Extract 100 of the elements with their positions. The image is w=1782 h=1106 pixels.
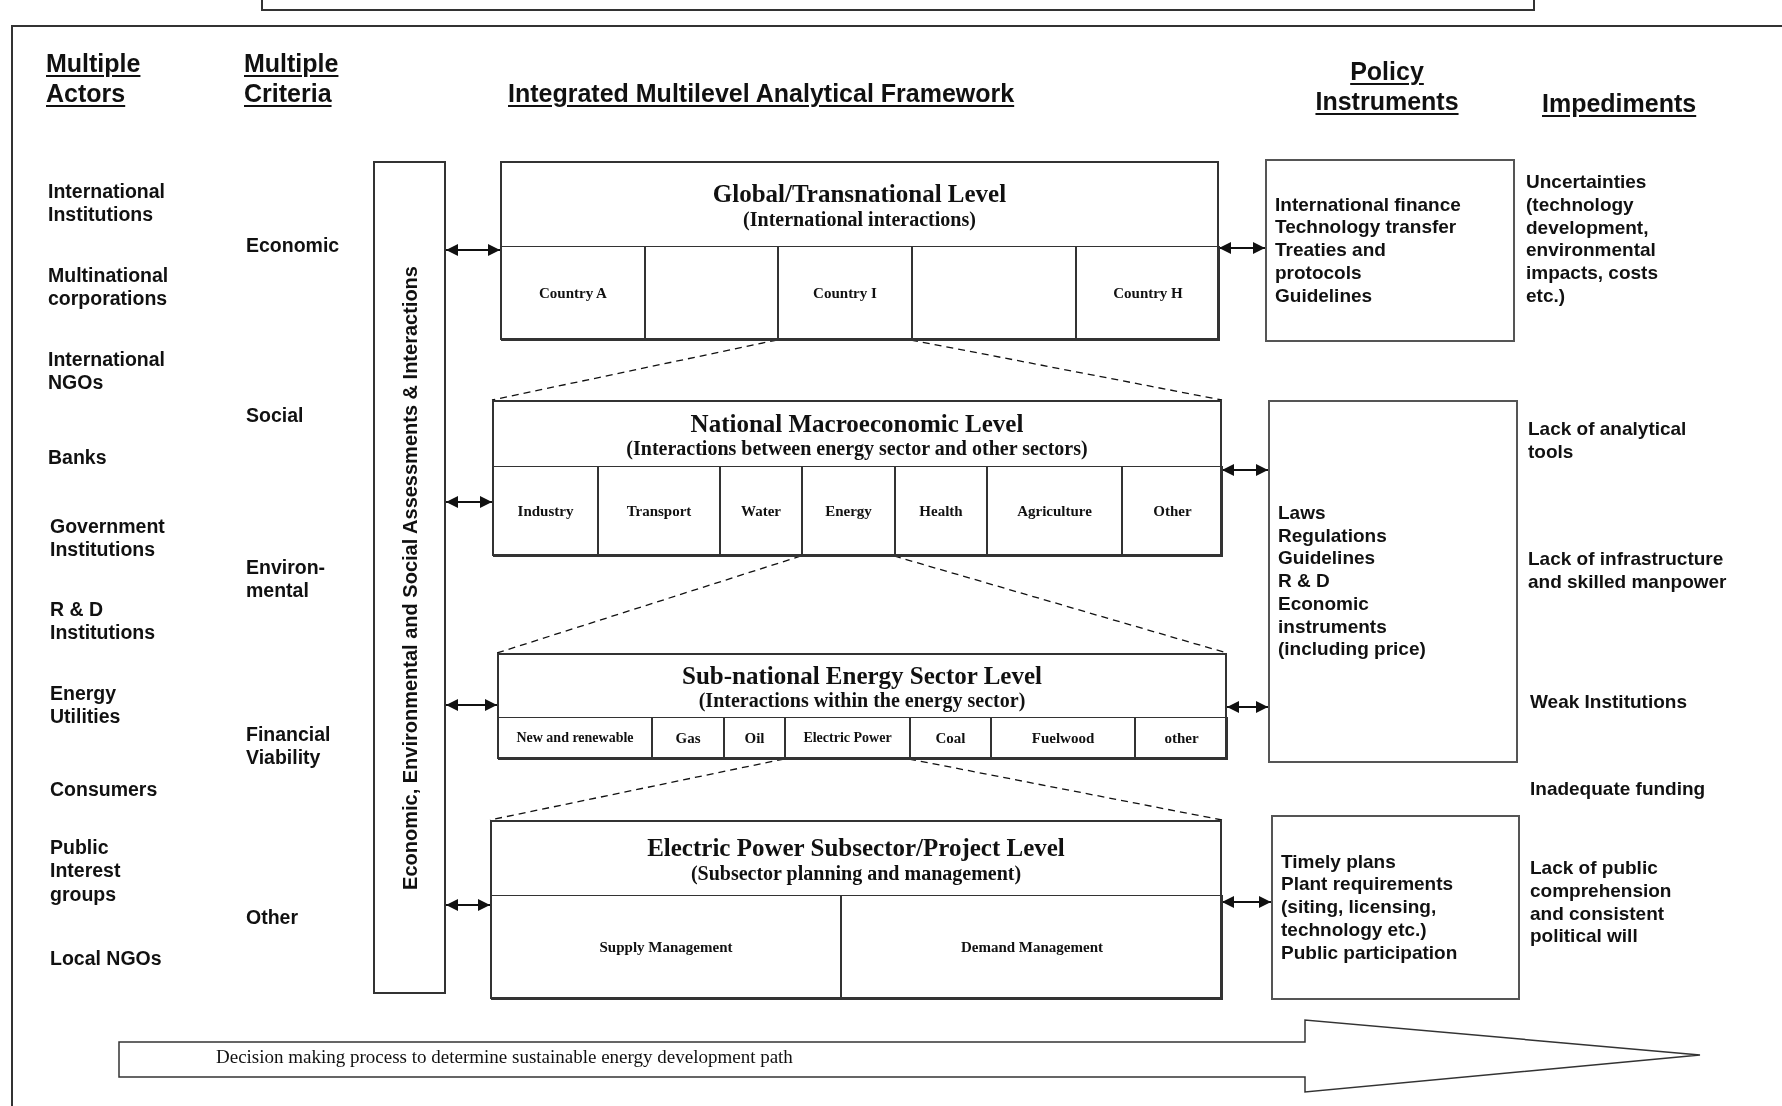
framework-cell bbox=[720, 466, 802, 557]
level-subtitle: (International interactions) bbox=[743, 207, 976, 230]
cell-label: New and renewable bbox=[515, 730, 635, 747]
framework-cell bbox=[895, 466, 987, 557]
assessment-bar bbox=[373, 161, 446, 994]
cell-label: Oil bbox=[743, 729, 766, 748]
level-title: Sub-national Energy Sector Level bbox=[682, 661, 1042, 690]
framework-cell bbox=[501, 246, 645, 341]
column-heading: Policy Instruments bbox=[1314, 56, 1460, 116]
double-arrow bbox=[1226, 701, 1269, 713]
actor-label: International Institutions bbox=[48, 180, 166, 227]
policy-item: Plant requirements (siting, licensing, technology etc.) bbox=[1281, 873, 1455, 942]
column-heading: Multiple Actors bbox=[46, 48, 142, 108]
framework-cell bbox=[785, 717, 910, 760]
policy-item: Regulations bbox=[1278, 524, 1388, 548]
framework-cell bbox=[987, 466, 1122, 557]
policy-item: Timely plans bbox=[1281, 850, 1397, 874]
column-heading: Multiple Criteria bbox=[244, 48, 340, 108]
policy-item: International finance bbox=[1275, 193, 1462, 217]
framework-cell bbox=[912, 246, 1076, 341]
column-heading: Integrated Multilevel Analytical Framework bbox=[508, 78, 1016, 108]
actor-label: Consumers bbox=[50, 778, 159, 802]
policy-box bbox=[1268, 400, 1518, 763]
framework-cell bbox=[1076, 246, 1220, 341]
bar-label: Economic, Environmental and Social Assessments & Interactions bbox=[398, 265, 421, 890]
double-arrow bbox=[445, 699, 498, 711]
policy-item: Laws bbox=[1278, 501, 1327, 525]
level-title: Electric Power Subsector/Project Level bbox=[647, 834, 1065, 862]
cell-label: Fuelwood bbox=[1030, 729, 1096, 748]
cell-label: Coal bbox=[934, 729, 967, 748]
criterion-label: Environ- mental bbox=[246, 556, 327, 603]
cell-label: Country I bbox=[812, 284, 878, 303]
framework-cell bbox=[910, 717, 991, 760]
policy-item: Guidelines bbox=[1278, 547, 1377, 571]
double-arrow bbox=[1218, 242, 1266, 254]
level-title: National Macroeconomic Level bbox=[690, 409, 1024, 438]
impediment-label: Weak Institutions bbox=[1530, 691, 1688, 714]
cell-label: Demand Management bbox=[959, 938, 1105, 957]
cell-label: Industry bbox=[516, 502, 575, 521]
actor-label: Multinational corporations bbox=[48, 264, 170, 311]
cell-label: Country A bbox=[538, 284, 608, 303]
cell-label: Country H bbox=[1112, 284, 1184, 303]
actor-label: Government Institutions bbox=[50, 515, 166, 562]
cell-label: Supply Management bbox=[598, 938, 734, 957]
impediment-label: Lack of analytical tools bbox=[1528, 418, 1688, 464]
policy-item: Technology transfer bbox=[1275, 216, 1458, 240]
level-box bbox=[500, 161, 1219, 340]
policy-item: Treaties and protocols bbox=[1275, 239, 1387, 285]
level-title: Global/Transnational Level bbox=[712, 180, 1007, 208]
cell-label: Health bbox=[918, 502, 964, 521]
criterion-label: Social bbox=[246, 404, 305, 428]
framework-cell bbox=[645, 246, 778, 341]
policy-item: Public participation bbox=[1281, 941, 1459, 965]
double-arrow bbox=[1221, 464, 1269, 476]
cell-label: Water bbox=[740, 502, 782, 521]
framework-cell bbox=[493, 466, 598, 557]
level-subtitle: (Subsector planning and management) bbox=[690, 861, 1022, 884]
actor-label: Local NGOs bbox=[50, 947, 163, 971]
level-box bbox=[497, 653, 1227, 759]
impediment-label: Inadequate funding bbox=[1530, 778, 1707, 801]
cell-label: Gas bbox=[674, 729, 702, 748]
framework-cell bbox=[841, 895, 1223, 1000]
actor-label: R & D Institutions bbox=[50, 598, 157, 645]
framework-cell bbox=[778, 246, 912, 341]
column-heading: Impediments bbox=[1542, 88, 1698, 118]
actor-label: Energy Utilities bbox=[50, 682, 122, 729]
double-arrow bbox=[445, 496, 493, 508]
level-subtitle: (Interactions within the energy sector) bbox=[698, 689, 1026, 712]
actor-label: Public Interest groups bbox=[50, 836, 122, 907]
cell-label: other bbox=[1163, 729, 1200, 748]
cell-label: Agriculture bbox=[1016, 502, 1093, 521]
framework-cell bbox=[1122, 466, 1223, 557]
framework-cell bbox=[652, 717, 724, 760]
framework-cell bbox=[802, 466, 895, 557]
policy-item: Guidelines bbox=[1275, 284, 1374, 308]
policy-box bbox=[1271, 815, 1520, 1000]
criterion-label: Other bbox=[246, 906, 299, 930]
level-box bbox=[492, 400, 1222, 556]
policy-box bbox=[1265, 159, 1515, 342]
framework-cell bbox=[491, 895, 841, 1000]
impediment-label: Lack of public comprehension and consistent political will bbox=[1530, 857, 1673, 949]
level-box bbox=[490, 820, 1222, 999]
framework-cell bbox=[991, 717, 1135, 760]
actor-label: Banks bbox=[48, 446, 108, 470]
framework-cell bbox=[598, 466, 720, 557]
double-arrow bbox=[1221, 896, 1272, 908]
policy-item: R & D bbox=[1278, 570, 1331, 593]
impediment-label: Uncertainties (technology development, environmental impacts, costs etc.) bbox=[1526, 171, 1659, 308]
cell-label: Electric Power bbox=[802, 730, 893, 747]
criterion-label: Economic bbox=[246, 234, 341, 258]
level-subtitle: (Interactions between energy sector and other sectors) bbox=[626, 437, 1088, 460]
cell-label: Transport bbox=[625, 502, 693, 521]
actor-label: International NGOs bbox=[48, 348, 166, 395]
double-arrow bbox=[445, 244, 501, 256]
policy-item: Economic instruments (including price) bbox=[1278, 592, 1427, 662]
double-arrow bbox=[445, 899, 491, 911]
process-label: Decision making process to determine sustainable energy development path bbox=[216, 1046, 793, 1069]
cell-label: Other bbox=[1152, 502, 1193, 521]
criterion-label: Financial Viability bbox=[246, 723, 332, 770]
cell-label: Energy bbox=[824, 502, 873, 521]
